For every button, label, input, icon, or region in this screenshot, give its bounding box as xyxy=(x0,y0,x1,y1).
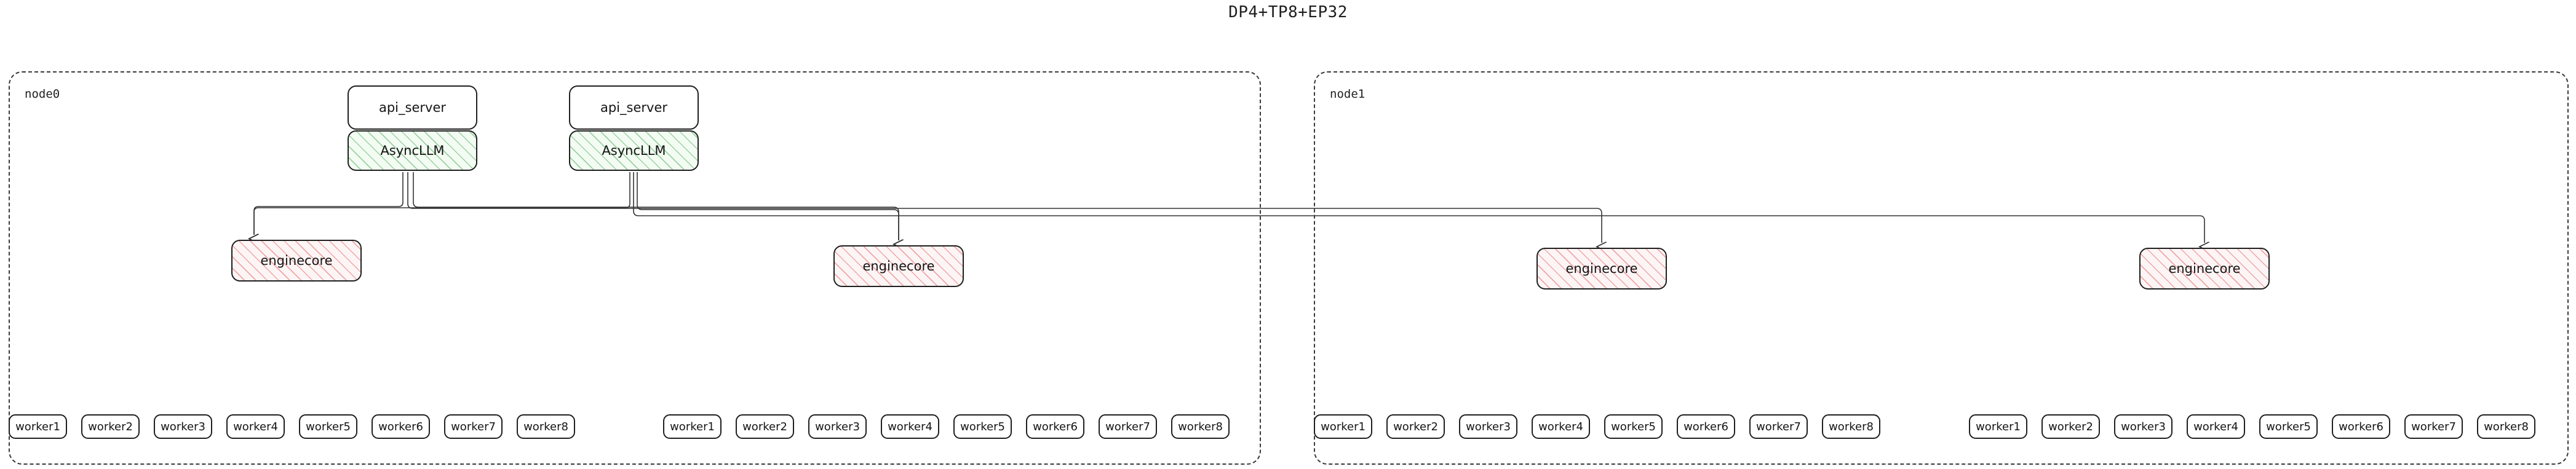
worker-box-wg1-5[interactable]: worker5 xyxy=(953,414,1012,439)
worker-box-wg1-6[interactable]: worker6 xyxy=(1026,414,1084,439)
worker-box-wg1-4[interactable]: worker4 xyxy=(881,414,939,439)
worker-box-wg0-3[interactable]: worker3 xyxy=(154,414,212,439)
enginecore-box-3[interactable]: enginecore xyxy=(2139,248,2270,290)
worker-box-wg2-5[interactable]: worker5 xyxy=(1604,414,1663,439)
api-server-box-0[interactable]: api_server xyxy=(348,85,477,130)
worker-box-wg2-8[interactable]: worker8 xyxy=(1822,414,1880,439)
worker-box-wg0-6[interactable]: worker6 xyxy=(372,414,430,439)
node-container-node1 xyxy=(1314,71,2569,465)
worker-box-wg0-8[interactable]: worker8 xyxy=(517,414,575,439)
diagram-title: DP4+TP8+EP32 xyxy=(1228,3,1348,22)
worker-box-wg1-1[interactable]: worker1 xyxy=(663,414,722,439)
worker-box-wg1-8[interactable]: worker8 xyxy=(1171,414,1230,439)
worker-box-wg3-4[interactable]: worker4 xyxy=(2187,414,2245,439)
asyncllm-box-1[interactable]: AsyncLLM xyxy=(569,130,699,171)
worker-box-wg0-5[interactable]: worker5 xyxy=(299,414,357,439)
node-label-node0: node0 xyxy=(25,87,60,101)
worker-box-wg3-2[interactable]: worker2 xyxy=(2041,414,2100,439)
worker-box-wg2-1[interactable]: worker1 xyxy=(1314,414,1372,439)
worker-box-wg3-6[interactable]: worker6 xyxy=(2332,414,2390,439)
worker-box-wg0-7[interactable]: worker7 xyxy=(444,414,503,439)
worker-box-wg1-7[interactable]: worker7 xyxy=(1099,414,1157,439)
worker-box-wg3-7[interactable]: worker7 xyxy=(2404,414,2463,439)
api-server-box-1[interactable]: api_server xyxy=(569,85,699,130)
worker-box-wg0-1[interactable]: worker1 xyxy=(9,414,67,439)
worker-box-wg0-2[interactable]: worker2 xyxy=(81,414,140,439)
enginecore-box-2[interactable]: enginecore xyxy=(1536,248,1667,290)
worker-box-wg3-5[interactable]: worker5 xyxy=(2259,414,2318,439)
worker-box-wg1-2[interactable]: worker2 xyxy=(736,414,794,439)
worker-box-wg3-8[interactable]: worker8 xyxy=(2477,414,2535,439)
node-container-node0 xyxy=(9,71,1261,465)
worker-box-wg0-4[interactable]: worker4 xyxy=(226,414,285,439)
worker-box-wg3-1[interactable]: worker1 xyxy=(1969,414,2027,439)
worker-box-wg2-6[interactable]: worker6 xyxy=(1677,414,1735,439)
worker-box-wg2-3[interactable]: worker3 xyxy=(1459,414,1517,439)
asyncllm-box-0[interactable]: AsyncLLM xyxy=(348,130,477,171)
worker-box-wg2-7[interactable]: worker7 xyxy=(1749,414,1808,439)
enginecore-box-0[interactable]: enginecore xyxy=(231,240,362,282)
worker-box-wg2-2[interactable]: worker2 xyxy=(1386,414,1445,439)
worker-box-wg1-3[interactable]: worker3 xyxy=(808,414,867,439)
node-label-node1: node1 xyxy=(1330,87,1366,101)
worker-box-wg2-4[interactable]: worker4 xyxy=(1532,414,1590,439)
enginecore-box-1[interactable]: enginecore xyxy=(833,245,964,287)
worker-box-wg3-3[interactable]: worker3 xyxy=(2114,414,2173,439)
